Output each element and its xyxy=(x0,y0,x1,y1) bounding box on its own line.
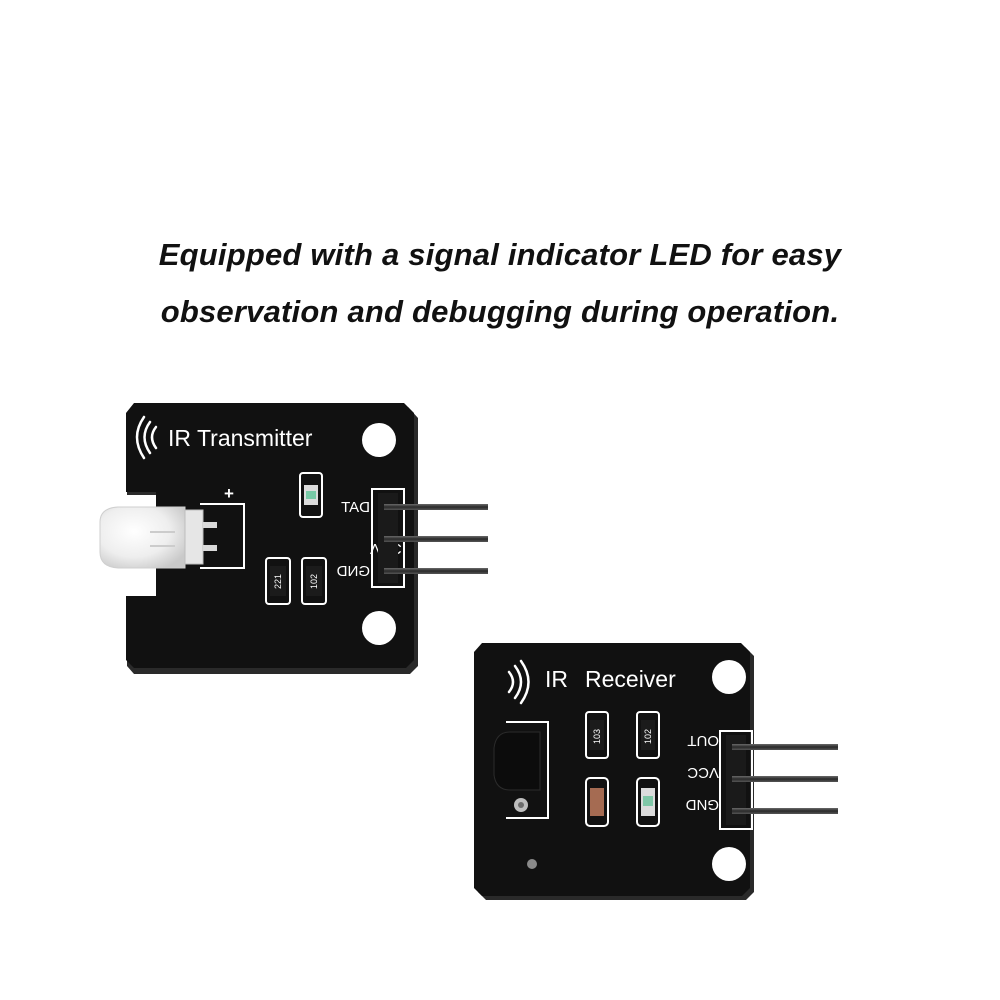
polarity-plus-mark: + xyxy=(224,484,234,503)
ir-receiver-sensor xyxy=(493,721,549,819)
transmitter-pcb xyxy=(126,403,414,668)
resistor-102: 102 xyxy=(636,711,660,759)
ir-led xyxy=(99,506,217,569)
caption: Equipped with a signal indicator LED for… xyxy=(0,226,1000,340)
svg-text:102: 102 xyxy=(643,729,653,744)
pin-header xyxy=(719,730,838,830)
resistor-103: 103 xyxy=(585,711,609,759)
ir-receiver-module: IR Receiver 103 102 xyxy=(474,643,838,900)
receiver-pcb xyxy=(474,643,750,896)
svg-text:102: 102 xyxy=(309,574,319,589)
signal-indicator-led xyxy=(299,472,323,518)
pin-label-gnd: GND xyxy=(337,563,371,580)
pin-header xyxy=(371,488,488,588)
caption-line-2: observation and debugging during operati… xyxy=(160,294,840,329)
header-pin xyxy=(732,776,838,782)
signal-wave-icon xyxy=(507,659,530,705)
pin-label-gnd: GND xyxy=(686,796,720,813)
svg-text:103: 103 xyxy=(592,729,602,744)
pin-label-vcc: VCC xyxy=(687,764,719,781)
resistor-221: 221 xyxy=(265,557,291,605)
receiver-title-ir: IR xyxy=(545,666,568,692)
caption-line-1: Equipped with a signal indicator LED for… xyxy=(158,237,842,272)
resistor-102: 102 xyxy=(301,557,327,605)
header-pin xyxy=(384,504,488,510)
mounting-hole xyxy=(362,423,396,457)
signal-wave-icon xyxy=(135,415,158,460)
signal-indicator-led xyxy=(636,777,660,827)
capacitor xyxy=(585,777,609,827)
receiver-title-receiver: Receiver xyxy=(585,666,676,692)
header-pin xyxy=(384,568,488,574)
mounting-hole xyxy=(712,847,746,881)
header-pin xyxy=(732,808,838,814)
mounting-hole xyxy=(712,660,746,694)
mounting-hole xyxy=(362,611,396,645)
pin-label-out: OUT xyxy=(687,732,719,749)
header-pin xyxy=(384,536,488,542)
header-pin xyxy=(732,744,838,750)
transmitter-title: IR Transmitter xyxy=(168,425,313,451)
svg-text:221: 221 xyxy=(273,574,283,589)
pin-label-dat: DAT xyxy=(341,499,370,516)
ir-transmitter-module: IR Transmitter + 221 xyxy=(99,403,488,674)
indicator-dot xyxy=(527,859,537,869)
